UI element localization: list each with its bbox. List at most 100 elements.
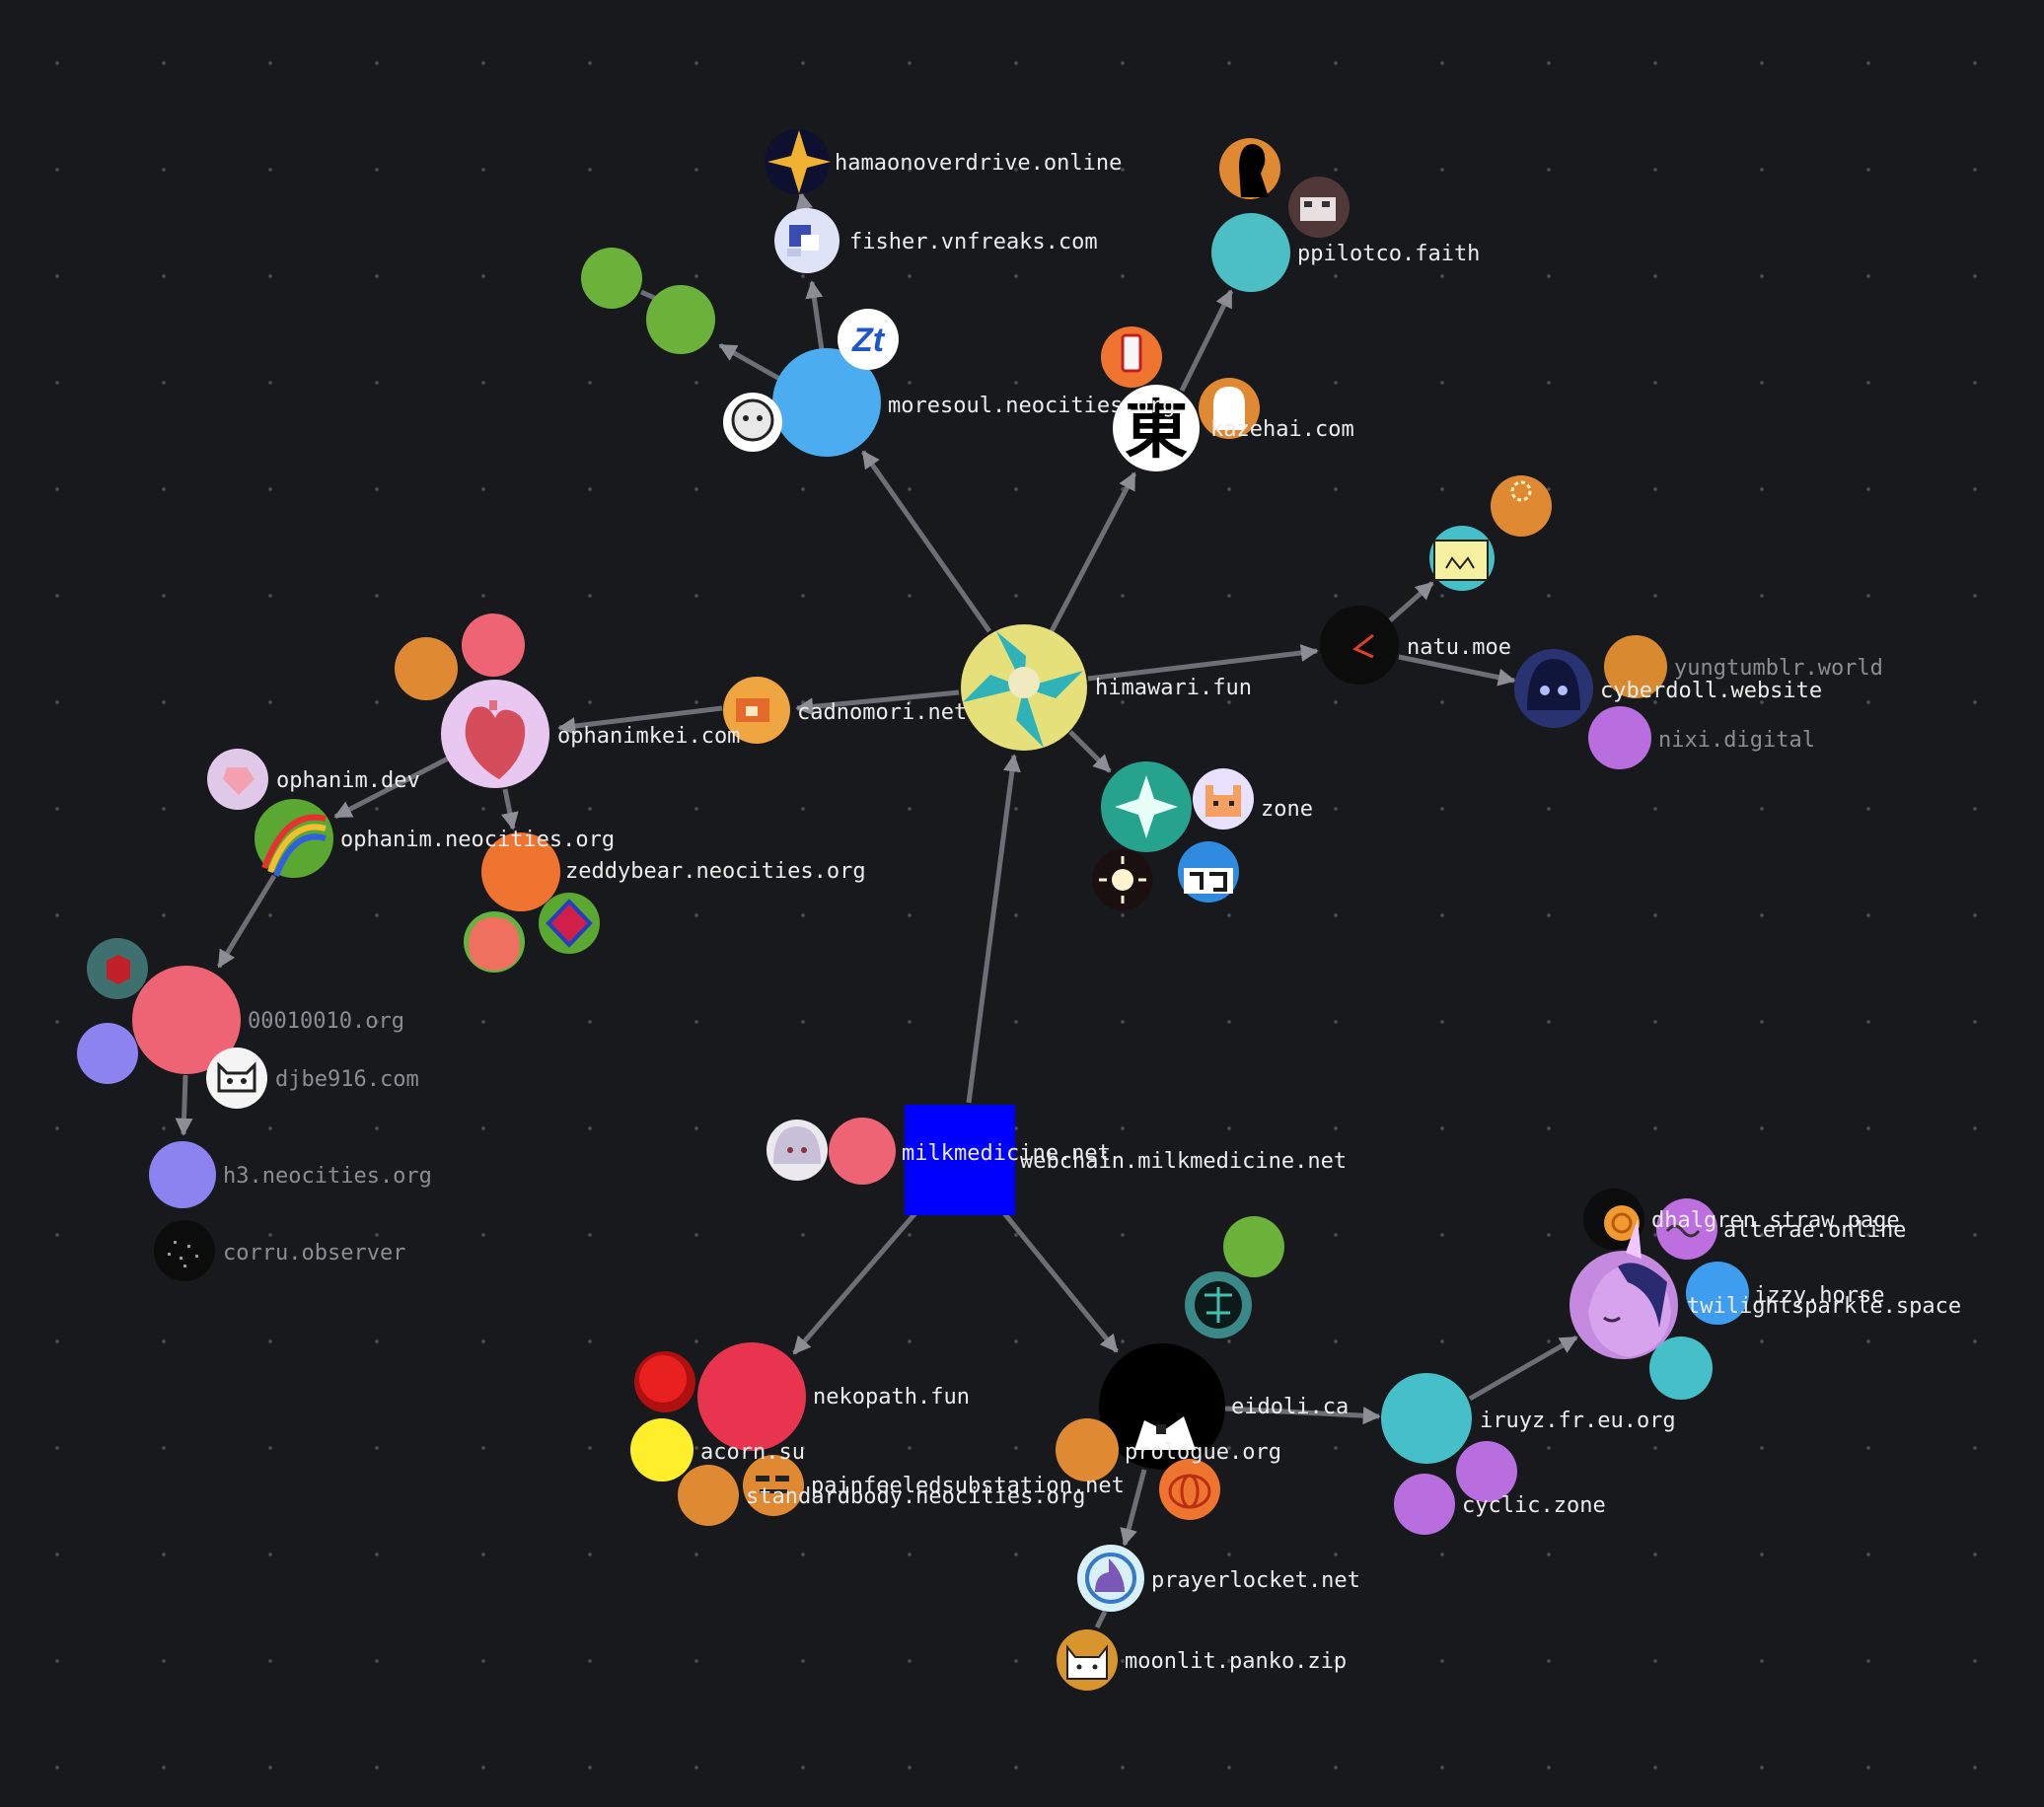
girl-avatar-icon bbox=[1300, 197, 1336, 221]
node-ghost[interactable] bbox=[1199, 378, 1260, 439]
edge-eidoli-iruyz bbox=[1224, 1406, 1381, 1425]
node-00010010[interactable] bbox=[132, 966, 241, 1074]
label-hamaon: hamaonoverdrive.online bbox=[835, 151, 1122, 176]
node-fisher[interactable] bbox=[774, 208, 840, 273]
node-corru[interactable] bbox=[154, 1220, 215, 1281]
edge-milkmedicine-nekopath bbox=[792, 1211, 917, 1355]
node-pumpkin[interactable] bbox=[1159, 1459, 1220, 1520]
node-painfeeled[interactable] bbox=[743, 1455, 804, 1516]
node-cadnomori[interactable] bbox=[723, 677, 790, 744]
edge-himawari-cadnomori bbox=[795, 689, 960, 716]
anime-avatar-icon bbox=[1527, 659, 1580, 710]
node-nekopath[interactable] bbox=[697, 1342, 806, 1451]
node-himawari[interactable] bbox=[961, 624, 1087, 751]
gear-icon bbox=[1510, 480, 1532, 502]
node-ophanimneo[interactable] bbox=[255, 799, 333, 878]
node-circuit[interactable] bbox=[1185, 1271, 1252, 1338]
label-standardbody: standardbody.neocities.org bbox=[746, 1484, 1085, 1509]
node-folder[interactable] bbox=[1429, 526, 1495, 591]
node-gear[interactable] bbox=[1491, 475, 1552, 537]
node-izzy[interactable] bbox=[1686, 1262, 1749, 1325]
node-moresoul[interactable] bbox=[772, 348, 881, 457]
node-prologue[interactable] bbox=[1056, 1418, 1119, 1482]
label-cadnomori: cadnomori.net bbox=[797, 700, 967, 725]
label-moonlit: moonlit.panko.zip bbox=[1125, 1649, 1347, 1674]
label-nekopath: nekopath.fun bbox=[813, 1385, 970, 1409]
edge-ophanimkei-zeddybear bbox=[500, 788, 519, 831]
node-cyberdoll[interactable] bbox=[1514, 649, 1593, 728]
node-alterae[interactable] bbox=[1656, 1198, 1717, 1260]
label-zeddybear: zeddybear.neocities.org bbox=[565, 859, 866, 884]
label-iruyz: iruyz.fr.eu.org bbox=[1480, 1409, 1676, 1433]
label-kazehai: kazehai.com bbox=[1210, 417, 1354, 442]
node-zeddybear[interactable] bbox=[481, 832, 560, 911]
node-star[interactable] bbox=[1101, 761, 1192, 852]
node-twilight[interactable] bbox=[1570, 1219, 1678, 1359]
node-girl[interactable] bbox=[1288, 177, 1350, 238]
node-natu[interactable] bbox=[1320, 606, 1399, 685]
node-doll[interactable] bbox=[766, 1120, 828, 1181]
node-standardbody[interactable] bbox=[678, 1465, 739, 1526]
node-purple-c[interactable] bbox=[1456, 1441, 1517, 1502]
node-zone[interactable] bbox=[1193, 768, 1254, 830]
node-redball[interactable] bbox=[634, 1351, 695, 1412]
node-peach[interactable] bbox=[464, 911, 525, 973]
node-violet[interactable] bbox=[77, 1023, 138, 1084]
node-pink-b[interactable] bbox=[829, 1118, 896, 1185]
node-ophanimkei[interactable] bbox=[441, 680, 549, 788]
edge-ophanimneo-00010010 bbox=[216, 874, 277, 969]
rainbow-icon bbox=[261, 814, 327, 878]
node-djbe916[interactable] bbox=[206, 1048, 267, 1109]
node-green-3[interactable] bbox=[1223, 1216, 1284, 1277]
node-dhalgren[interactable] bbox=[1583, 1189, 1644, 1250]
node-orange-a[interactable] bbox=[395, 637, 458, 700]
node-cyclic[interactable] bbox=[1394, 1474, 1455, 1535]
node-teal-t[interactable] bbox=[1649, 1337, 1713, 1400]
node-ophanimdev[interactable] bbox=[207, 749, 268, 810]
label-cyclic: cyclic.zone bbox=[1462, 1493, 1606, 1518]
zt-logo-icon: Zt bbox=[851, 322, 886, 359]
edge-himawari-star bbox=[1068, 730, 1112, 773]
node-diamond[interactable] bbox=[539, 893, 600, 954]
edge-natu-folder bbox=[1387, 581, 1434, 623]
node-yungtumblr[interactable] bbox=[1604, 635, 1667, 698]
node-prayerlocket[interactable] bbox=[1077, 1545, 1144, 1612]
label-twilight: twilightsparkle.space bbox=[1687, 1294, 1961, 1319]
node-nixi[interactable] bbox=[1588, 706, 1651, 769]
node-hamaon[interactable] bbox=[765, 129, 831, 194]
cube-icon bbox=[107, 955, 130, 984]
node-sun[interactable] bbox=[1092, 849, 1153, 910]
node-pink-a[interactable] bbox=[462, 614, 525, 677]
pixel-cat-icon bbox=[1205, 785, 1241, 817]
node-moonlit[interactable] bbox=[1057, 1629, 1118, 1691]
node-eidoli[interactable] bbox=[1099, 1343, 1225, 1470]
label-fisher: fisher.vnfreaks.com bbox=[849, 230, 1098, 254]
phone-icon bbox=[1121, 333, 1142, 373]
anime-face-icon bbox=[1134, 1416, 1196, 1450]
label-corru: corru.observer bbox=[223, 1241, 405, 1265]
node-green-2[interactable] bbox=[646, 285, 715, 354]
node-kazehai[interactable]: 東 bbox=[1113, 385, 1200, 471]
edge-iruyz-twilight bbox=[1468, 1335, 1578, 1402]
node-iruyz[interactable] bbox=[1381, 1373, 1472, 1464]
pixel-avatar-icon bbox=[787, 225, 819, 256]
node-milkmedicine[interactable] bbox=[905, 1105, 1015, 1215]
red-ball-icon bbox=[639, 1355, 687, 1403]
node-h3[interactable] bbox=[149, 1141, 216, 1208]
node-zt[interactable]: Zt bbox=[838, 309, 899, 370]
node-ppilotco[interactable] bbox=[1211, 213, 1290, 292]
node-green-1[interactable] bbox=[581, 248, 642, 309]
label-webchain: webchain.milkmedicine.net bbox=[1020, 1149, 1347, 1174]
folder-icon bbox=[1433, 540, 1489, 581]
node-silhouette[interactable] bbox=[1219, 138, 1280, 199]
node-mascot[interactable] bbox=[723, 393, 782, 452]
edges bbox=[175, 191, 1578, 1629]
node-phone[interactable] bbox=[1101, 326, 1162, 388]
node-jp[interactable] bbox=[1178, 841, 1239, 903]
mascot-icon bbox=[731, 398, 774, 442]
label-dhalgren: dhalgren straw page bbox=[1651, 1208, 1900, 1233]
node-acorn[interactable] bbox=[630, 1418, 694, 1482]
node-cube[interactable] bbox=[87, 938, 148, 999]
label-eidoli: eidoli.ca bbox=[1231, 1395, 1349, 1419]
